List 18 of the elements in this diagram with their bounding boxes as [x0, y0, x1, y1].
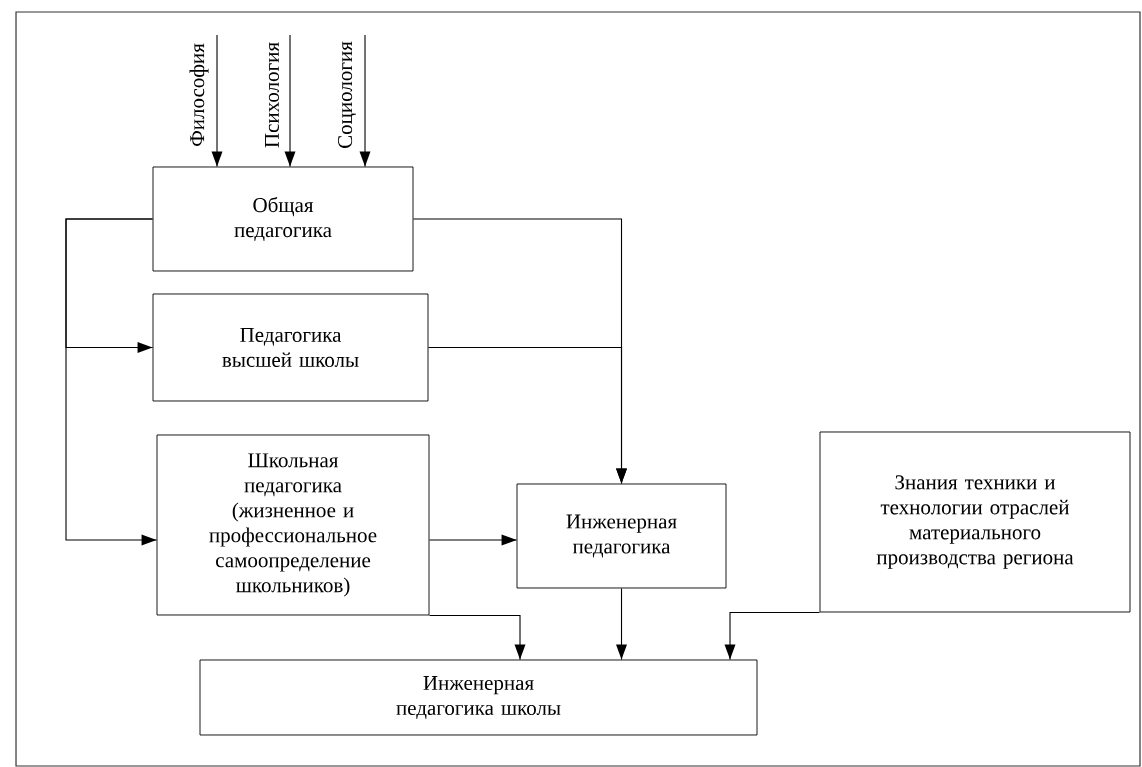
arrow: [428, 614, 526, 661]
arrow: [359, 34, 371, 168]
arrow: [724, 611, 821, 661]
edge-label: Социология: [338, 41, 356, 148]
arrow: [428, 534, 518, 546]
arrow: [427, 346, 627, 485]
box: Знания техники и технологии отраслей материального производства региона: [819, 431, 1131, 613]
edge-label: Философия: [189, 43, 209, 146]
arrow: [616, 587, 627, 661]
box: Школьная педагогика (жизненное и профессиональное самоопределение школьников): [156, 434, 430, 616]
arrow: [211, 34, 223, 168]
arrow: [284, 34, 296, 168]
box: Педагогика высшей школы: [152, 293, 429, 402]
arrow: [65, 218, 158, 546]
box: Инженерная педагогика школы: [199, 659, 758, 736]
box: Общая педагогика: [152, 166, 414, 272]
box: Инженерная педагогика: [516, 483, 727, 589]
edge-label: Психология: [265, 42, 279, 148]
